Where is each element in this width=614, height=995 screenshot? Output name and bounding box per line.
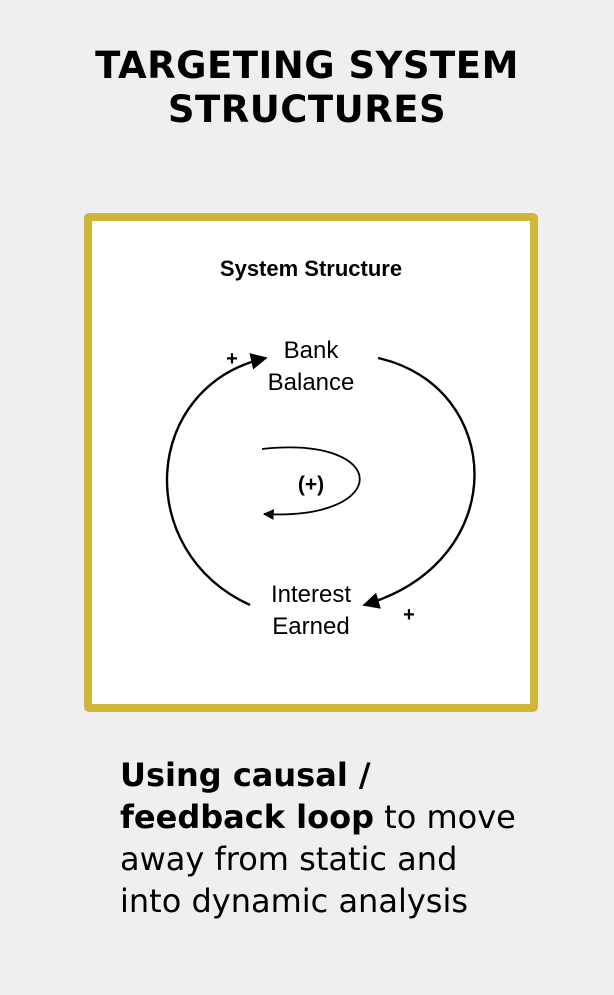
diagram-frame: System Structure Bank Balance Interest E… [84, 213, 538, 712]
loop-polarity-arrow [261, 446, 361, 520]
node-interest-earned-line-2: Earned [272, 613, 349, 640]
causal-loop-diagram: System Structure Bank Balance Interest E… [165, 256, 476, 640]
caption-line-4: into dynamic analysis [120, 882, 468, 920]
diagram-title: System Structure [220, 256, 402, 281]
node-bank-balance: Bank Balance [268, 337, 355, 396]
page-title-line-1: TARGETING SYSTEM [95, 44, 519, 87]
link-sign-interest-to-balance: + [226, 348, 238, 370]
node-interest-earned-line-1: Interest [271, 581, 351, 608]
caption-line-2-rest: to move [373, 798, 516, 836]
node-bank-balance-line-1: Bank [284, 337, 340, 364]
link-interest-to-balance [165, 353, 268, 607]
node-bank-balance-line-2: Balance [268, 369, 355, 396]
link-balance-to-interest [362, 356, 476, 609]
page-title-line-2: STRUCTURES [167, 88, 447, 131]
caption-line-3: away from static and [120, 840, 458, 878]
caption: Using causal / feedback loop to move awa… [120, 754, 590, 922]
page-title: TARGETING SYSTEM STRUCTURES [0, 44, 614, 132]
caption-bold-line-2: feedback loop [120, 798, 374, 836]
node-interest-earned: Interest Earned [271, 581, 351, 640]
link-sign-balance-to-interest: + [403, 604, 415, 626]
loop-polarity-label: (+) [298, 473, 324, 496]
caption-bold-line-1: Using causal / [120, 756, 371, 794]
